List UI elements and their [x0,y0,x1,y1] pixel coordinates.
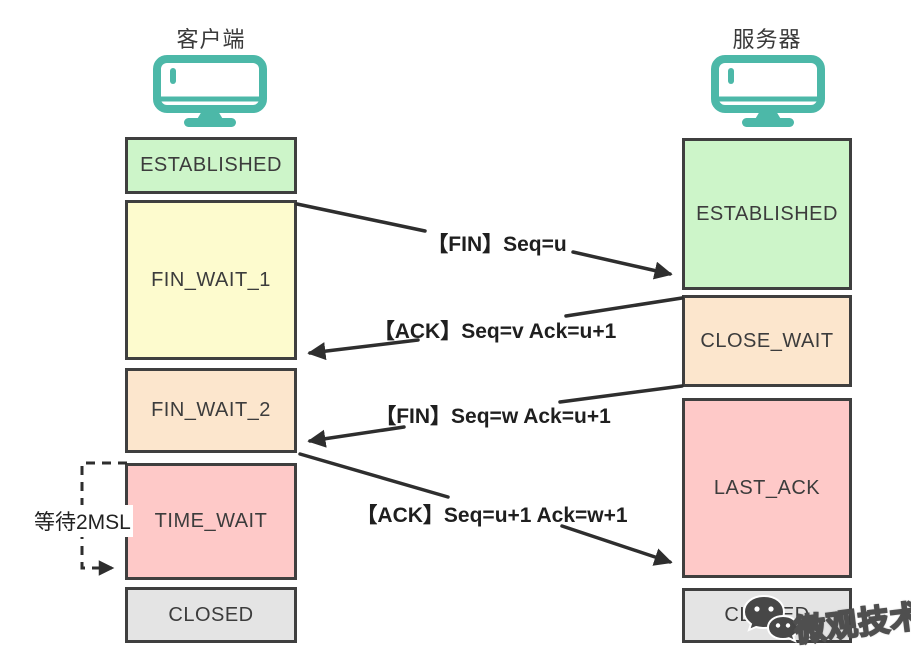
wechat-bubbles-icon [742,594,800,643]
client-title: 客户端 [176,27,246,52]
msg-label-ack-2: 【ACK】Seq=u+1 Ack=w+1 [356,504,628,527]
watermark: 微观技术 [742,594,911,649]
client-state-established: ESTABLISHED [125,137,297,194]
client-monitor-icon [153,55,267,127]
msg-label-ack-1: 【ACK】Seq=v Ack=u+1 [373,320,617,343]
server-state-established: ESTABLISHED [682,138,852,290]
client-state-time-wait: TIME_WAIT [125,463,297,580]
server-state-close-wait: CLOSE_WAIT [682,295,852,387]
server-monitor-icon [711,55,825,127]
server-title: 服务器 [732,27,802,52]
msg-label-fin-1: 【FIN】Seq=u [427,233,567,256]
watermark-text: 微观技术 [792,597,911,649]
server-state-last-ack: LAST_ACK [682,398,852,578]
msg-label-fin-2: 【FIN】Seq=w Ack=u+1 [375,405,611,428]
wait-2msl-label: 等待2MSL [32,505,133,537]
client-state-closed: CLOSED [125,587,297,643]
client-state-fin-wait-1: FIN_WAIT_1 [125,200,297,360]
client-state-fin-wait-2: FIN_WAIT_2 [125,368,297,453]
